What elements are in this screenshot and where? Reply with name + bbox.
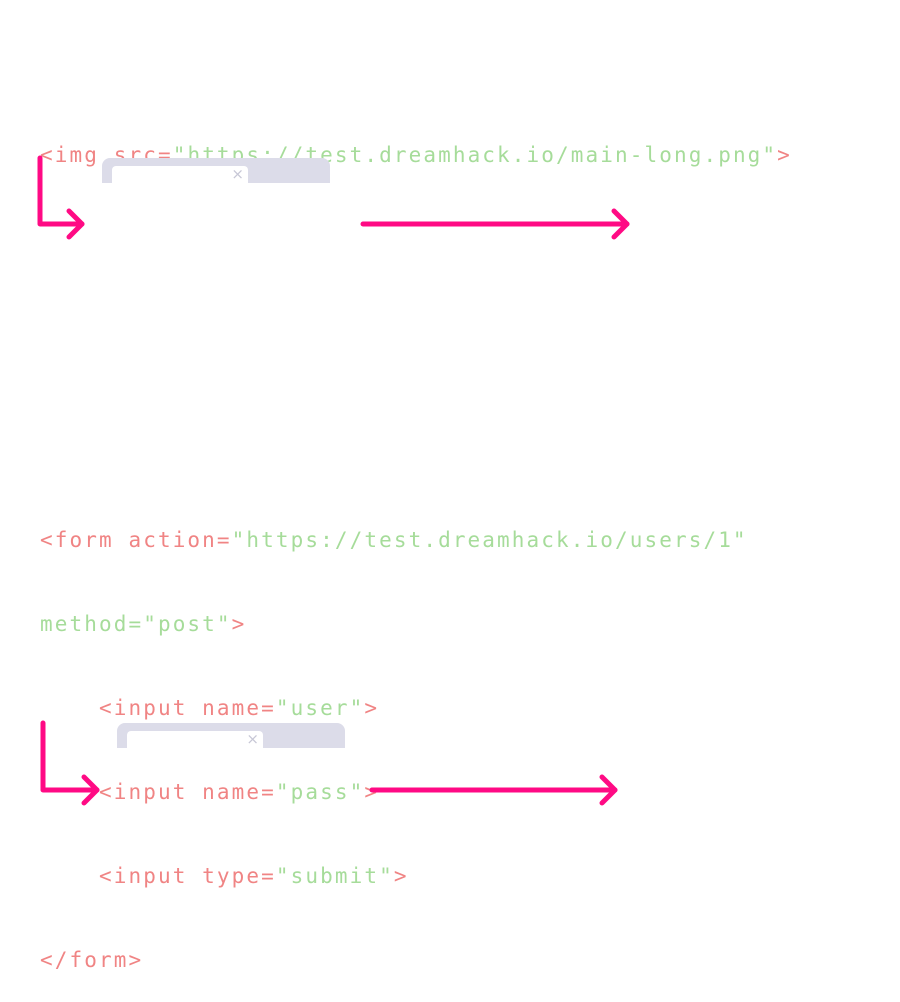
form-tag-open: <form action= [40,528,232,552]
input-submit-open: <input type= [98,864,276,888]
input-submit-close: > [393,864,409,888]
form-code-line-3: <input name="user"> [40,690,748,726]
form-code-line-5: <input type="submit"> [40,858,748,894]
img-tag-open: <img src= [40,143,173,167]
close-icon[interactable]: × [246,730,259,748]
img-tag-close: > [777,143,792,167]
input-submit-value: "submit" [275,864,394,888]
form-code-snippet: <form action="https://test.dreamhack.io/… [40,474,748,1002]
input-user-close: > [364,696,380,720]
down-right-arrow-bottom-head [81,774,100,806]
input-pass-open: <input name= [98,780,276,804]
form-code-line-2: method="post"> [40,606,748,642]
form-method-attr: method= [40,612,144,636]
form-tag-end: </form> [40,948,144,972]
right-arrow-top-head [611,208,630,240]
input-user-value: "user" [275,696,365,720]
down-right-arrow-top [37,155,85,227]
right-arrow-bottom-head [599,774,618,806]
browser-tab[interactable]: × [127,731,263,748]
form-code-line-1: <form action="https://test.dreamhack.io/… [40,522,748,558]
form-code-line-4: <input name="pass"> [40,774,748,810]
down-right-arrow-bottom [40,720,100,793]
browser-tab[interactable]: × [112,166,248,183]
form-action-value: "https://test.dreamhack.io/users/1" [231,528,748,552]
input-pass-value: "pass" [275,780,365,804]
browser-window-top: × [102,158,330,183]
form-code-line-6: </form> [40,942,748,978]
down-right-arrow-top-head [66,208,85,240]
close-icon[interactable]: × [231,165,244,183]
form-tag-close: > [231,612,247,636]
input-user-open: <input name= [98,696,276,720]
form-method-value: "post" [143,612,232,636]
browser-window-bottom: × [117,723,345,748]
